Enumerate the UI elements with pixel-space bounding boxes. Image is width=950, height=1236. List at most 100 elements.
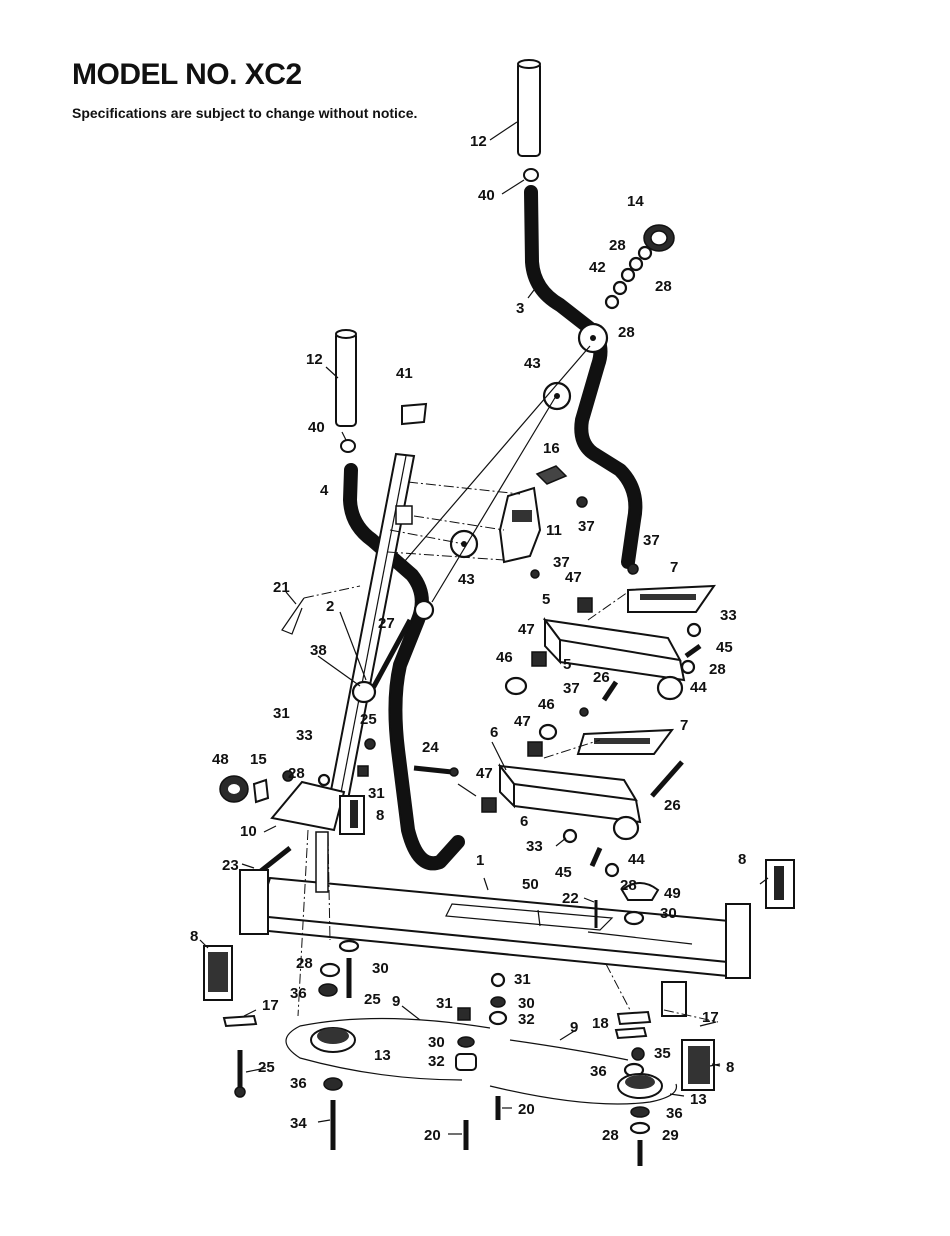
callout-30a: 30 xyxy=(660,905,677,922)
callout-22: 22 xyxy=(562,890,579,907)
callout-13b: 13 xyxy=(690,1091,707,1108)
callout-31c: 31 xyxy=(514,971,531,988)
callout-48: 48 xyxy=(212,751,229,768)
part-12-handle-grip-upper xyxy=(517,59,541,157)
part-44-roller-lower xyxy=(562,815,640,878)
callout-30b: 30 xyxy=(372,960,389,977)
part-12-handle-grip-left xyxy=(335,329,357,427)
callout-27: 27 xyxy=(378,615,395,632)
callout-33b: 33 xyxy=(296,727,313,744)
part-24-bolt xyxy=(413,765,459,777)
part-49-adjustment-knob xyxy=(594,882,660,928)
callout-leaders xyxy=(199,121,769,1135)
callout-29: 29 xyxy=(662,1127,679,1144)
callout-36c: 36 xyxy=(290,1075,307,1092)
callout-47a: 47 xyxy=(565,569,582,586)
callout-37b: 37 xyxy=(553,554,570,571)
callout-11: 11 xyxy=(546,522,562,539)
callout-31a: 31 xyxy=(273,705,290,722)
callout-37d: 37 xyxy=(563,680,580,697)
callout-47d: 47 xyxy=(476,765,493,782)
part-42-28-washer-stack xyxy=(604,245,653,310)
part-27-threaded-rod xyxy=(369,618,413,692)
callout-30d: 30 xyxy=(428,1034,445,1051)
part-3-right-handle-arm xyxy=(524,185,643,569)
callout-33a: 33 xyxy=(720,607,737,624)
callout-7b: 7 xyxy=(680,717,688,734)
callout-49: 49 xyxy=(664,885,681,902)
callout-15: 15 xyxy=(250,751,267,768)
callout-13a: 13 xyxy=(374,1047,391,1064)
callout-47b: 47 xyxy=(518,621,535,638)
callout-40a: 40 xyxy=(478,187,495,204)
part-14-tension-knob xyxy=(643,224,675,252)
callout-46b: 46 xyxy=(538,696,555,713)
callout-5a: 5 xyxy=(542,591,550,608)
part-8-end-cap-left xyxy=(203,945,233,1001)
callout-28b: 28 xyxy=(655,278,672,295)
part-hardware-center-stack xyxy=(455,972,508,1150)
callout-8b: 8 xyxy=(738,851,746,868)
part-4-left-handle-arm xyxy=(343,463,465,871)
callout-8d: 8 xyxy=(726,1059,734,1076)
callout-46a: 46 xyxy=(496,649,513,666)
assembly-guide-lines xyxy=(297,345,719,1023)
callout-9a: 9 xyxy=(392,993,400,1010)
callout-3: 3 xyxy=(516,300,524,317)
callout-26b: 26 xyxy=(664,797,681,814)
part-40-end-cap-left xyxy=(340,439,356,453)
callout-7a: 7 xyxy=(670,559,678,576)
callout-8a: 8 xyxy=(376,807,384,824)
callout-42: 42 xyxy=(589,259,606,276)
callout-17a: 17 xyxy=(262,997,279,1014)
callout-labels: 12 40 14 28 42 28 3 28 12 41 43 40 16 4 … xyxy=(190,133,746,1144)
callout-45a: 45 xyxy=(716,639,733,656)
callout-43b: 43 xyxy=(458,571,475,588)
callout-28a: 28 xyxy=(609,237,626,254)
part-40-end-cap-upper xyxy=(523,168,539,182)
callout-5b: 5 xyxy=(563,656,571,673)
callout-16: 16 xyxy=(543,440,560,457)
part-7-pedal-pad-upper xyxy=(627,563,716,613)
callout-12b: 12 xyxy=(306,351,323,368)
callout-21: 21 xyxy=(273,579,290,596)
callout-47c: 47 xyxy=(514,713,531,730)
callout-28e: 28 xyxy=(288,765,305,782)
callout-36a: 36 xyxy=(290,985,307,1002)
callout-37a: 37 xyxy=(578,518,595,535)
callout-14: 14 xyxy=(627,193,644,210)
callout-34: 34 xyxy=(290,1115,307,1132)
callout-45b: 45 xyxy=(555,864,572,881)
callout-18: 18 xyxy=(592,1015,609,1032)
part-6-pedal-arm-lower xyxy=(481,723,684,824)
callout-31d: 31 xyxy=(436,995,453,1012)
callout-35: 35 xyxy=(654,1045,671,1062)
part-21-lock-pin xyxy=(281,597,305,635)
part-7-pedal-pad-lower xyxy=(576,707,675,755)
part-8-end-cap-right xyxy=(765,859,795,909)
callout-28d: 28 xyxy=(709,661,726,678)
callout-4: 4 xyxy=(320,482,329,499)
callout-25b: 25 xyxy=(364,991,381,1008)
part-13-pulley-left xyxy=(310,1027,356,1150)
specification-note: Specifications are subject to change wit… xyxy=(72,105,418,121)
callout-12a: 12 xyxy=(470,133,487,150)
callout-28f: 28 xyxy=(620,877,637,894)
callout-10: 10 xyxy=(240,823,257,840)
part-48-bearing xyxy=(219,775,249,803)
callout-6b: 6 xyxy=(520,813,528,830)
part-10-mounting-plate xyxy=(270,738,376,832)
callout-20b: 20 xyxy=(424,1127,441,1144)
callout-9b: 9 xyxy=(570,1019,578,1036)
callout-44b: 44 xyxy=(628,851,645,868)
callout-25c: 25 xyxy=(258,1059,275,1076)
callout-37c: 37 xyxy=(643,532,660,549)
callout-50: 50 xyxy=(522,876,539,893)
part-8-end-cap-upper xyxy=(339,795,365,835)
page-title: MODEL NO. XC2 xyxy=(72,58,302,91)
callout-28c: 28 xyxy=(618,324,635,341)
callout-32b: 32 xyxy=(428,1053,445,1070)
callout-20a: 20 xyxy=(518,1101,535,1118)
callout-40b: 40 xyxy=(308,419,325,436)
